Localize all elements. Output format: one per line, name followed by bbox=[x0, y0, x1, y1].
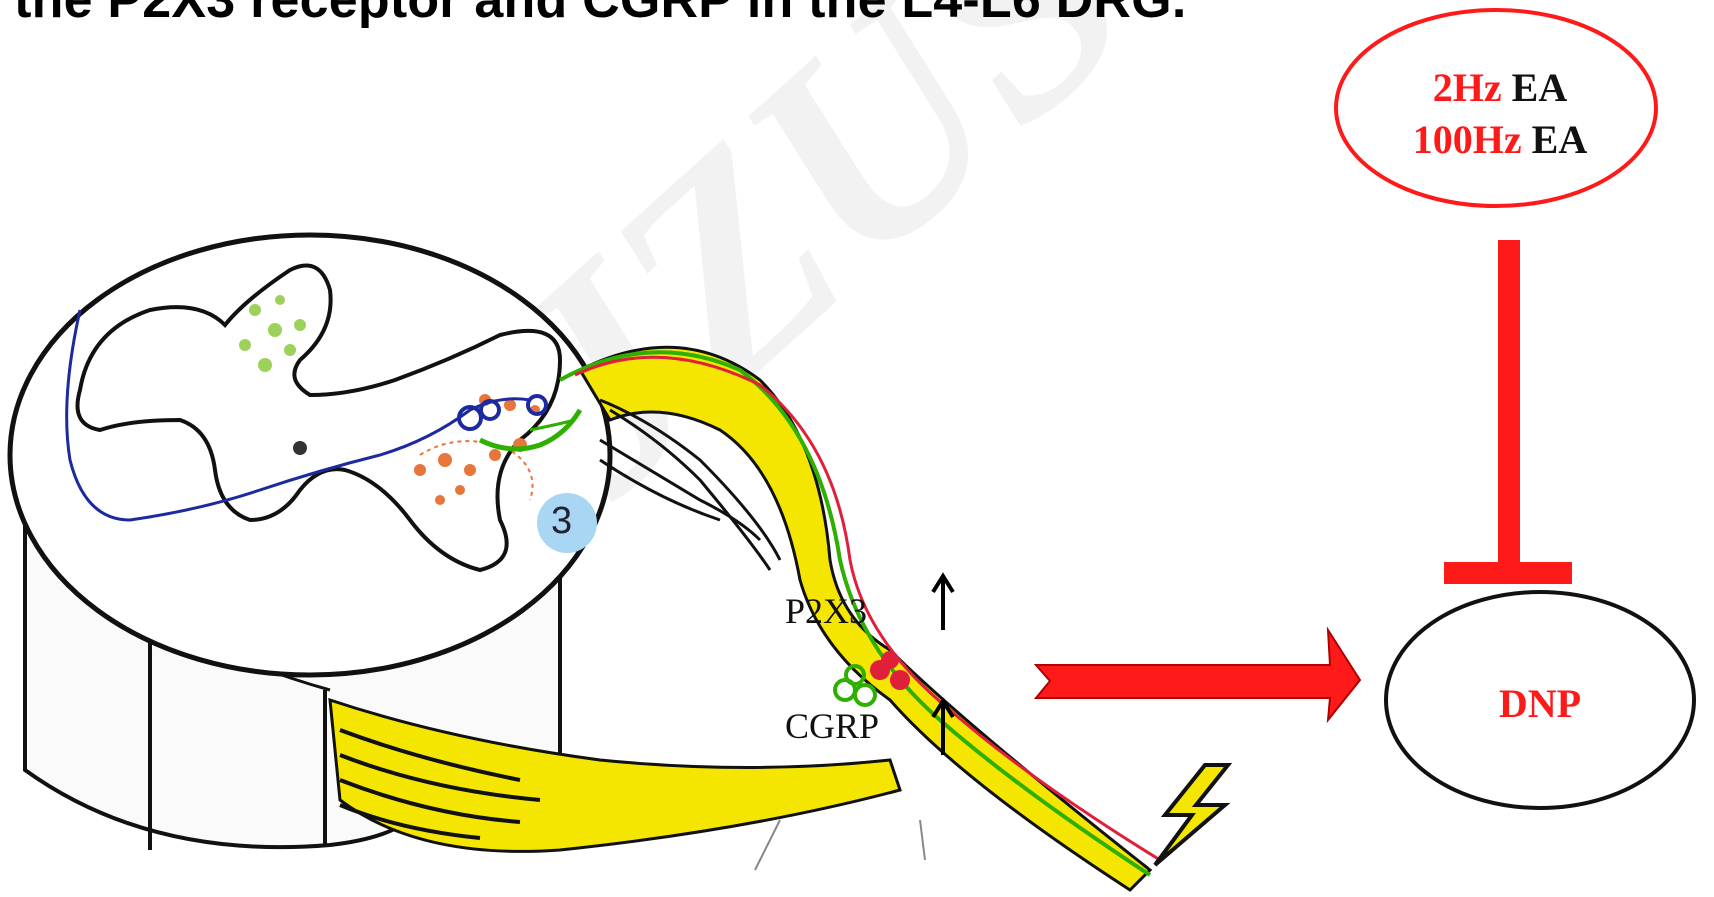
central-canal bbox=[293, 441, 307, 455]
dnp-label: DNP bbox=[1390, 680, 1690, 727]
treatment-label: 2Hz EA 100Hz EA bbox=[1350, 62, 1650, 166]
lightning-bolt-icon bbox=[1155, 765, 1228, 865]
region-number: 3 bbox=[551, 500, 572, 543]
p2x3-label: P2X3 bbox=[785, 590, 867, 632]
freq-2hz: 2Hz bbox=[1433, 65, 1502, 110]
t-bar-inhibition bbox=[1498, 240, 1520, 570]
ea-label: EA bbox=[1532, 117, 1588, 162]
ea-label: EA bbox=[1512, 65, 1568, 110]
right-block-arrow bbox=[1036, 630, 1360, 720]
cgrp-label: CGRP bbox=[785, 705, 879, 747]
freq-100hz: 100Hz bbox=[1413, 117, 1522, 162]
